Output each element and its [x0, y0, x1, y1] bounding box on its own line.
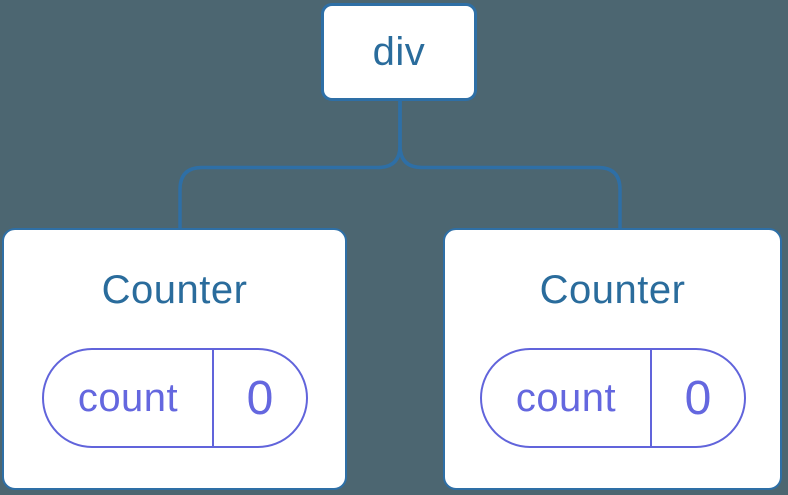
root-node-label: div	[372, 29, 426, 74]
counter-card-1-state-key: count	[77, 375, 179, 420]
counter-card-2: Counter count 0	[443, 228, 782, 490]
connector-branch-right	[398, 98, 622, 231]
counter-card-2-state-key: count	[515, 375, 617, 420]
counter-card-1-title: Counter	[101, 268, 248, 312]
connector-branch-left	[178, 98, 402, 231]
counter-card-1-state-value: 0	[212, 350, 305, 446]
counter-card-1: Counter count 0	[2, 228, 347, 490]
root-node: div	[321, 3, 477, 101]
counter-card-2-state-pill: count 0	[479, 348, 746, 448]
counter-card-2-title: Counter	[539, 268, 686, 312]
counter-card-2-state-value: 0	[650, 350, 743, 446]
counter-card-1-state-pill: count 0	[41, 348, 308, 448]
